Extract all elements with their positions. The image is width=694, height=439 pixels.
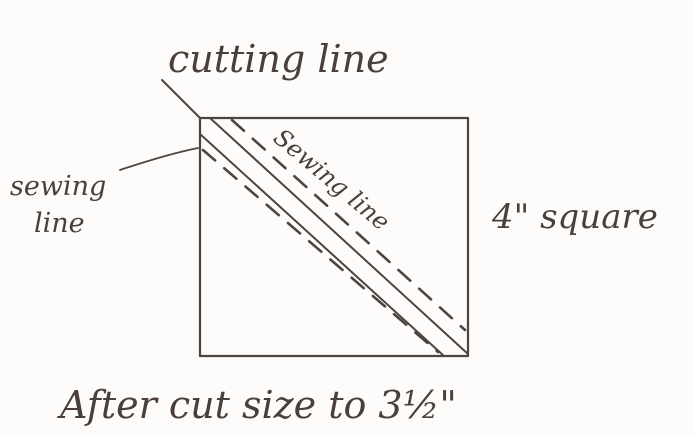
square-size-label: 4" square bbox=[491, 197, 658, 237]
cutting-line-leader bbox=[161, 79, 201, 119]
after-cut-label: After cut size to 3½" bbox=[57, 383, 457, 427]
cutting-line-lower bbox=[199, 133, 445, 357]
cutting-line-label: cutting line bbox=[168, 37, 389, 81]
cutting-line bbox=[209, 117, 469, 355]
sewing-line-label-1: sewing bbox=[10, 171, 106, 202]
sewing-line-leader bbox=[119, 147, 199, 171]
sewing-line-label-2: line bbox=[34, 208, 85, 239]
sewing-line-lower bbox=[201, 148, 440, 354]
square-outline bbox=[198, 116, 470, 358]
diagonal-sewing-line-label: Sewing line bbox=[268, 123, 395, 236]
sewing-line-upper bbox=[230, 118, 467, 332]
